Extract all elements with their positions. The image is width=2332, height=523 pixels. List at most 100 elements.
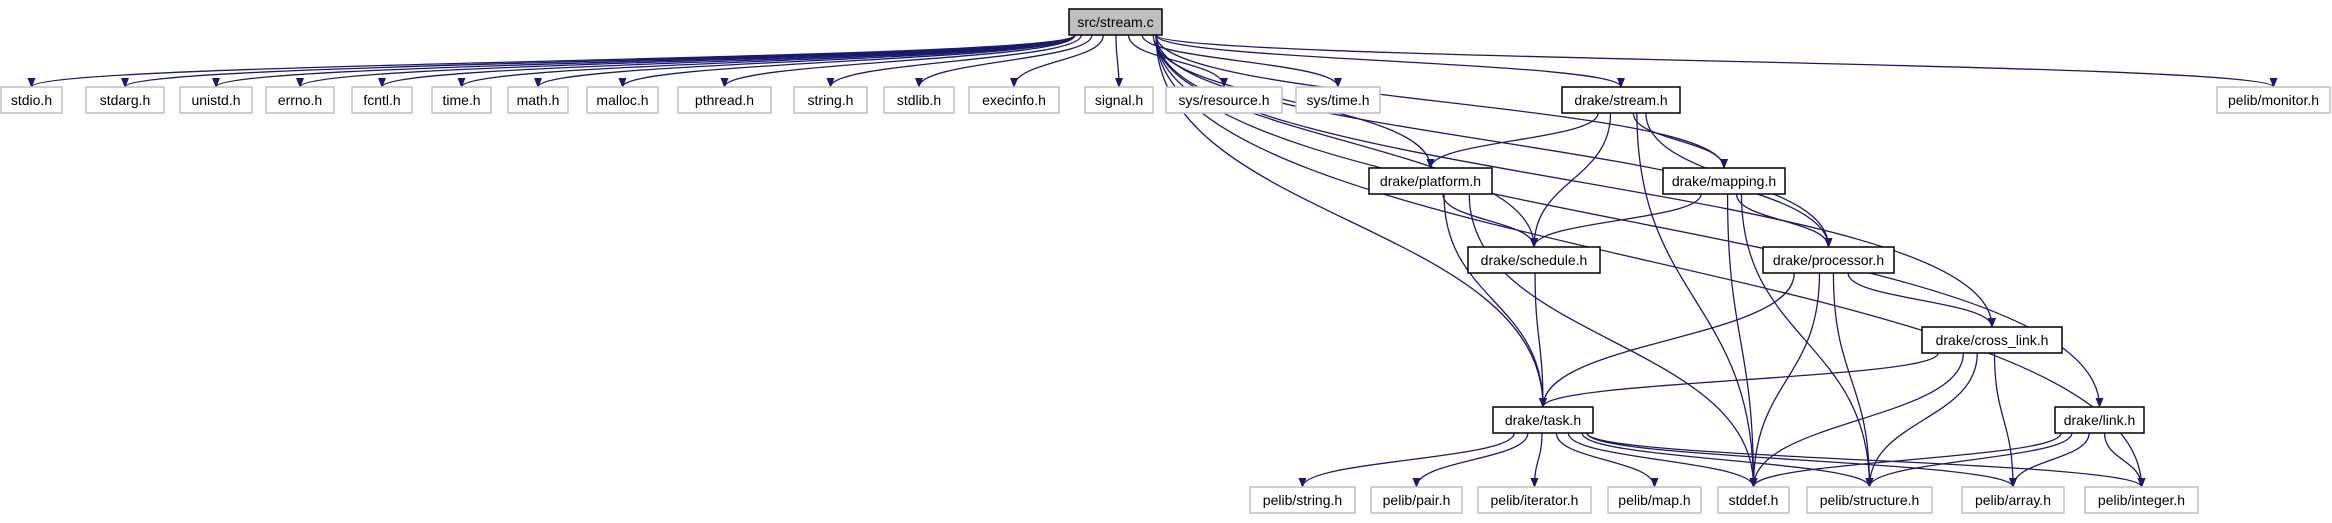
- node-label: src/stream.c: [1077, 14, 1153, 30]
- edge-arrow: [1155, 34, 1996, 328]
- node-drake-schedule[interactable]: drake/schedule.h: [1467, 246, 1601, 274]
- edge-arrow: [1114, 34, 1123, 88]
- node-box: [883, 86, 955, 114]
- edge-layer: [27, 34, 2278, 488]
- node-pelib-string: pelib/string.h: [1249, 486, 1356, 514]
- edge-arrow: [1141, 34, 1342, 88]
- node-drake-task[interactable]: drake/task.h: [1492, 406, 1594, 434]
- edge-arrow: [1539, 272, 1795, 408]
- edge-arrow: [1426, 112, 1599, 169]
- node-drake-cross-link[interactable]: drake/cross_link.h: [1921, 326, 2063, 354]
- node-pelib-structure: pelib/structure.h: [1806, 486, 1933, 514]
- node-sys-resource: sys/resource.h: [1165, 86, 1283, 114]
- node-box: [968, 86, 1060, 114]
- edge-stream-c-to-execinfo: [1010, 34, 1104, 88]
- node-pelib-integer: pelib/integer.h: [2084, 486, 2199, 514]
- node-label: pelib/map.h: [1618, 492, 1690, 508]
- edge-arrow: [1530, 112, 1612, 248]
- edge-drake-cross-link-to-stddef: [1749, 352, 1965, 488]
- node-label: stdlib.h: [897, 92, 941, 108]
- node-label: sys/resource.h: [1178, 92, 1269, 108]
- edge-stream-c-to-time: [457, 34, 1076, 88]
- node-stdio: stdio.h: [0, 86, 63, 114]
- node-fcntl: fcntl.h: [351, 86, 413, 114]
- edge-arrow: [1865, 432, 2073, 488]
- node-drake-link[interactable]: drake/link.h: [2054, 406, 2145, 434]
- edge-arrow: [534, 34, 1076, 88]
- node-label: drake/platform.h: [1380, 173, 1481, 189]
- edge-stream-c-to-drake-platform: [1152, 34, 1435, 169]
- edge-drake-task-to-pelib-map: [1555, 432, 1659, 488]
- edge-arrow: [1636, 112, 1758, 488]
- edge-drake-task-to-stddef: [1567, 432, 1758, 488]
- edge-drake-task-to-pelib-array: [1586, 432, 2017, 488]
- edge-drake-processor-to-drake-cross-link: [1847, 272, 1996, 328]
- edge-drake-processor-to-stddef: [1749, 272, 1821, 488]
- edge-stream-c-to-drake-cross-link: [1155, 34, 1996, 328]
- node-box: [2216, 86, 2331, 114]
- edge-drake-stream-to-drake-platform: [1426, 112, 1599, 169]
- node-label: drake/stream.h: [1574, 92, 1667, 108]
- node-box: [431, 86, 492, 114]
- node-box: [265, 86, 335, 114]
- edge-drake-link-to-pelib-array: [2009, 432, 2090, 488]
- node-label: pelib/iterator.h: [1491, 492, 1579, 508]
- edge-stream-c-to-stdlib: [915, 34, 1093, 88]
- edge-drake-stream-to-drake-schedule: [1530, 112, 1612, 248]
- edge-arrow: [1530, 193, 1702, 248]
- node-drake-platform[interactable]: drake/platform.h: [1368, 167, 1493, 195]
- node-label: fcntl.h: [363, 92, 400, 108]
- node-stream-c[interactable]: src/stream.c: [1068, 8, 1163, 36]
- edge-drake-task-to-pelib-integer: [1586, 432, 2146, 488]
- node-drake-processor[interactable]: drake/processor.h: [1762, 246, 1895, 274]
- edge-arrow: [1127, 34, 1228, 88]
- node-label: sys/time.h: [1306, 92, 1369, 108]
- node-box: [1368, 167, 1493, 195]
- edge-stream-c-to-string: [826, 34, 1082, 88]
- node-unistd: unistd.h: [179, 86, 253, 114]
- edge-arrow: [1586, 432, 2146, 488]
- node-pelib-map: pelib/map.h: [1607, 486, 1702, 514]
- edge-arrow: [1726, 193, 1758, 488]
- node-label: pthread.h: [695, 92, 754, 108]
- node-pelib-pair: pelib/pair.h: [1370, 486, 1463, 514]
- edge-drake-processor-to-drake-task: [1539, 272, 1795, 408]
- edge-arrow: [1567, 432, 1758, 488]
- edge-drake-task-to-pelib-pair: [1412, 432, 1529, 488]
- edge-arrow: [1847, 272, 1996, 328]
- node-box: [793, 86, 868, 114]
- edge-stream-c-to-pelib-monitor: [1155, 34, 2278, 88]
- edge-arrow: [1412, 432, 1529, 488]
- node-box: [2054, 406, 2145, 434]
- node-drake-mapping[interactable]: drake/mapping.h: [1662, 167, 1786, 195]
- edge-arrow: [1749, 432, 2062, 488]
- edge-drake-cross-link-to-pelib-array: [1993, 352, 2017, 488]
- edge-arrow: [1993, 352, 2017, 488]
- node-malloc: malloc.h: [586, 86, 659, 114]
- node-sys-time: sys/time.h: [1295, 86, 1381, 114]
- edge-arrow: [121, 34, 1076, 88]
- node-label: pelib/pair.h: [1383, 492, 1451, 508]
- edge-stream-c-to-drake-schedule: [1155, 34, 1538, 248]
- edge-drake-platform-to-drake-task: [1443, 193, 1547, 408]
- edge-drake-mapping-to-drake-processor: [1735, 193, 1833, 248]
- edge-arrow: [1581, 432, 1874, 488]
- node-stdarg: stdarg.h: [85, 86, 165, 114]
- node-errno: errno.h: [265, 86, 335, 114]
- node-box: [0, 86, 63, 114]
- node-box: [1249, 486, 1356, 514]
- node-label: malloc.h: [596, 92, 648, 108]
- node-box: [1477, 486, 1592, 514]
- edge-arrow: [1155, 34, 2146, 488]
- node-drake-stream[interactable]: drake/stream.h: [1561, 86, 1681, 114]
- node-string: string.h: [793, 86, 868, 114]
- edge-stream-c-to-malloc: [618, 34, 1076, 88]
- edge-drake-link-to-stddef: [1749, 432, 2062, 488]
- edge-drake-task-to-pelib-string: [1298, 432, 1515, 488]
- edge-arrow: [720, 34, 1076, 88]
- node-box: [1806, 486, 1933, 514]
- edge-stream-c-to-pthread: [720, 34, 1076, 88]
- edge-arrow: [212, 34, 1076, 88]
- edge-arrow: [1155, 34, 1728, 169]
- node-box: [351, 86, 413, 114]
